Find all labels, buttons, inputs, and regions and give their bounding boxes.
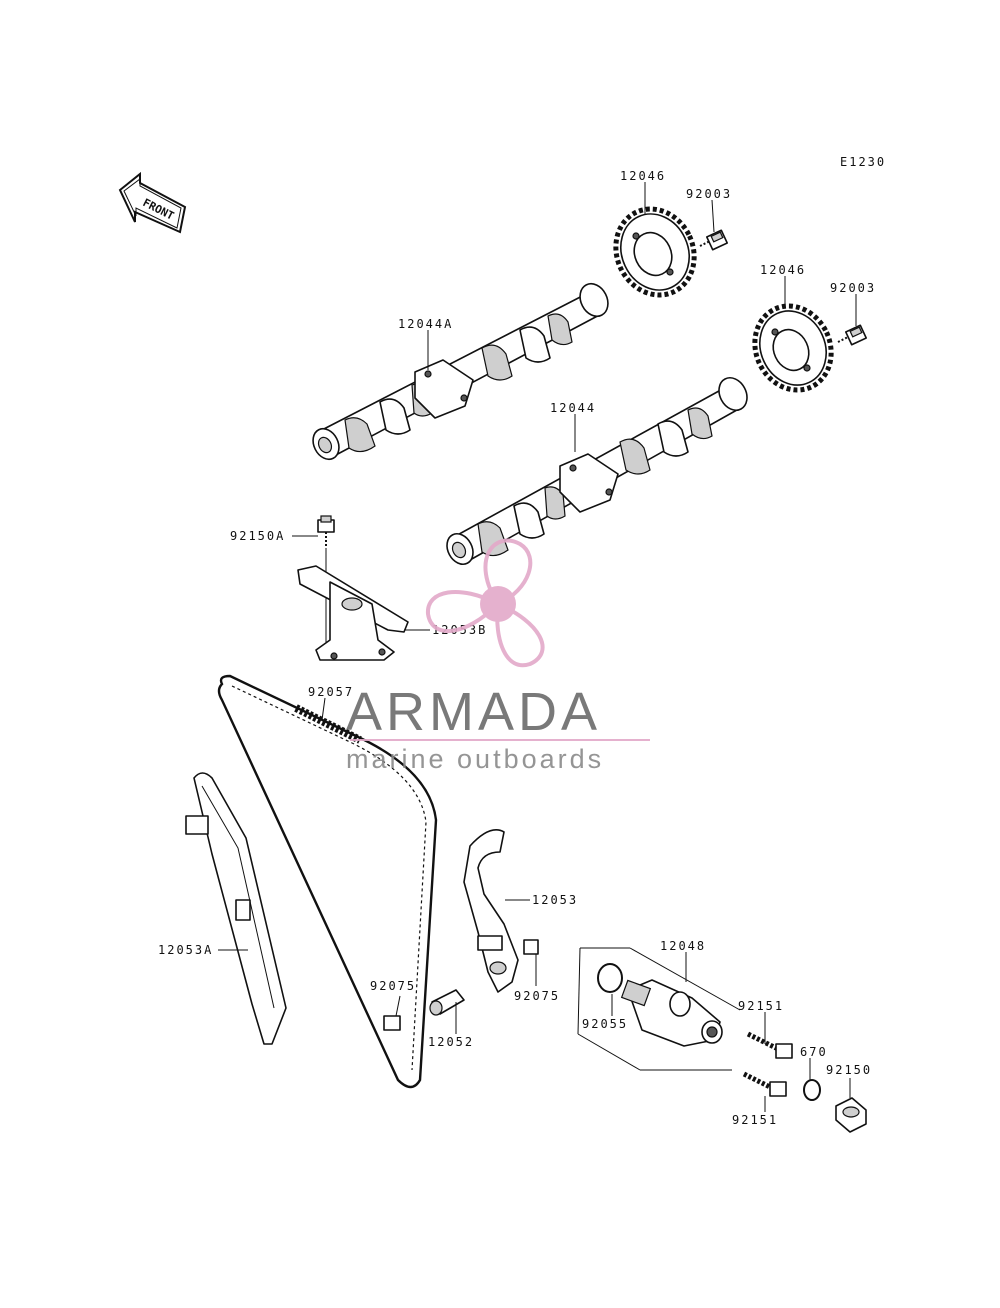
label-o-ring: 92055 [582,1017,628,1031]
front-arrow-icon: FRONT [118,171,187,234]
cam-chain [217,674,438,1089]
label-plug: 92150 [826,1063,872,1077]
label-bolt-lower: 92003 [830,281,876,295]
watermark: ARMADA marine outboards [346,538,650,774]
label-camshaft: 12044 [550,401,596,415]
chain-guide-right [463,829,519,993]
guide-pin [429,989,465,1016]
label-bolt-tensioner-upper: 92151 [738,999,784,1013]
tensioner-plug [835,1097,867,1133]
label-sprocket-lower: 12046 [760,263,806,277]
leader-lines [218,182,857,1112]
label-damper-right: 92075 [514,989,560,1003]
label-tensioner: 12048 [660,939,706,953]
sprocket-bolt-lower [837,324,868,346]
label-bolt-upper: 92003 [686,187,732,201]
cam-chain-tensioner [620,979,723,1047]
label-sprocket-upper: 12046 [620,169,666,183]
label-camshaft-a: 12044A [398,317,453,331]
damper-right [523,939,539,955]
o-ring [597,963,623,993]
label-guide-bolt: 92150A [230,529,285,543]
watermark-tagline: marine outboards [346,744,604,774]
propeller-logo-icon [425,538,545,668]
guide-bolt-top [317,515,335,650]
label-washer: 670 [800,1045,828,1059]
label-chain: 92057 [308,685,354,699]
cam-sprocket-lower [752,303,834,393]
diagram-code: E1230 [840,155,886,169]
watermark-brand: ARMADA [346,682,601,742]
chain-guide-top [297,565,409,661]
sprocket-bolt-upper [699,229,729,251]
chain-guide-left [185,772,287,1045]
cam-sprocket-upper [613,206,697,298]
camshaft [446,376,748,566]
tensioner-bolt-lower [742,1071,787,1097]
label-pin: 12052 [428,1035,474,1049]
label-guide-right: 12053 [532,893,578,907]
washer [803,1079,821,1101]
label-damper-left: 92075 [370,979,416,993]
tensioner-bolt-upper [746,1031,793,1059]
damper-left [383,1015,401,1031]
camshaft-a [312,282,609,461]
label-guide-left: 12053A [158,943,213,957]
label-bolt-tensioner-lower: 92151 [732,1113,778,1127]
